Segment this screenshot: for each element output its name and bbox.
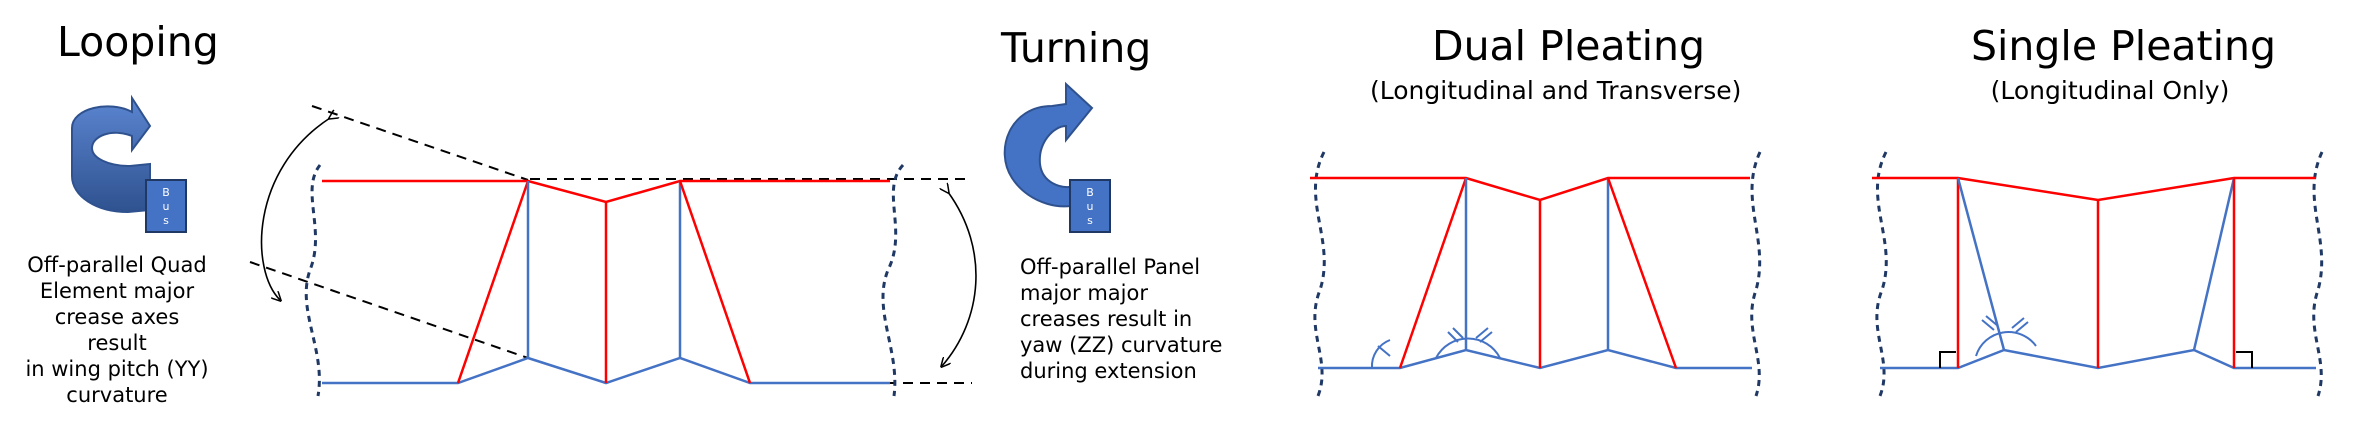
svg-text:u: u bbox=[163, 200, 170, 213]
single-pleating-subtitle: (Longitudinal Only) bbox=[1990, 76, 2230, 105]
dual-pleating-diagram bbox=[1310, 151, 1762, 397]
turning-bus-icon: B u s bbox=[1069, 179, 1111, 233]
dual-pleating-title: Dual Pleating bbox=[1432, 22, 1706, 70]
single-pleating-diagram bbox=[1872, 151, 2324, 397]
svg-text:s: s bbox=[1087, 214, 1093, 227]
single-pleating-title: Single Pleating bbox=[1971, 22, 2277, 70]
svg-text:B: B bbox=[1086, 186, 1094, 199]
dual-pleating-subtitle: (Longitudinal and Transverse) bbox=[1370, 76, 1742, 105]
svg-text:u: u bbox=[1087, 200, 1094, 213]
svg-text:s: s bbox=[163, 214, 169, 227]
svg-text:B: B bbox=[162, 186, 170, 199]
looping-bus-icon: B u s bbox=[145, 179, 187, 233]
looping-arrow-icon bbox=[71, 94, 152, 214]
turning-title: Turning bbox=[1001, 24, 1152, 72]
looping-caption: Off-parallel Quad Element major crease a… bbox=[25, 253, 209, 407]
main-crease-strip bbox=[249, 105, 977, 397]
looping-title: Looping bbox=[57, 18, 219, 66]
turning-caption: Off-parallel Panel major major creases r… bbox=[1020, 255, 1223, 383]
